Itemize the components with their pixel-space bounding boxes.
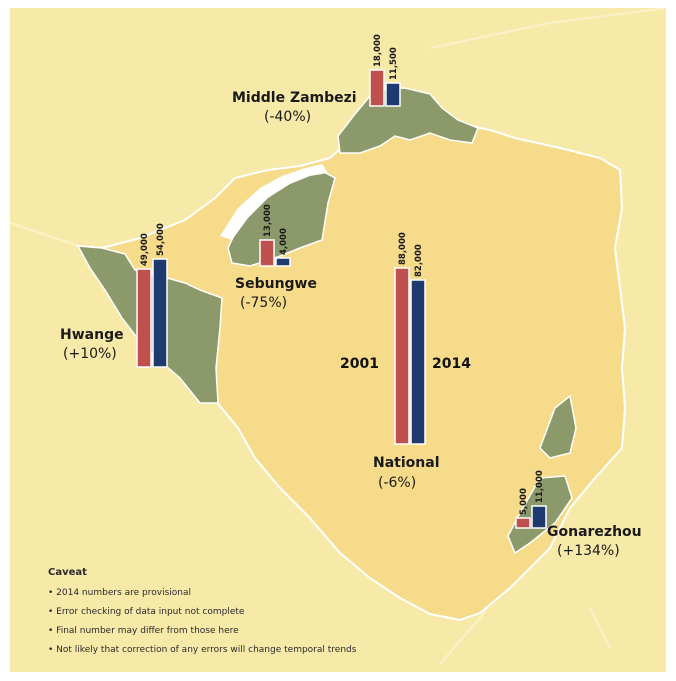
country-shape [75, 116, 627, 622]
caveat-title: Caveat [48, 567, 87, 578]
region-change-national: (-6%) [378, 475, 416, 491]
value-label-sebungwe-2001: 13,000 [263, 204, 273, 237]
value-label-middle-zambezi-2001: 18,000 [373, 34, 383, 67]
caveat-item: Not likely that correction of any errors… [48, 641, 378, 660]
gonarezhou-area [539, 394, 577, 459]
map-svg: 18,000 11,500 13,000 4,000 49,000 54,000 88,00… [10, 8, 666, 672]
region-change-hwange: (+10%) [63, 346, 117, 362]
region-change-middle-zambezi: (-40%) [264, 109, 311, 125]
year-label-2014: 2014 [432, 356, 471, 372]
caveat-list: 2014 numbers are provisional Error check… [48, 584, 378, 660]
bar-gonarezhou-2001 [515, 517, 531, 529]
bar-national-2001 [394, 267, 410, 445]
value-label-national-2014: 82,000 [414, 244, 424, 277]
neighbour-border [429, 8, 666, 49]
neighbour-border [589, 607, 611, 649]
value-label-hwange-2014: 54,000 [156, 223, 166, 256]
bar-hwange-2014 [152, 258, 168, 368]
value-label-gonarezhou-2001: 5,000 [519, 488, 529, 515]
bars-layer: 18,000 11,500 13,000 4,000 49,000 54,000 88,00… [136, 34, 547, 529]
bar-gonarezhou-2014 [531, 505, 547, 529]
bar-middle-zambezi-2014 [385, 82, 401, 107]
value-label-sebungwe-2014: 4,000 [279, 228, 289, 255]
caveat-item: Error checking of data input not complet… [48, 603, 378, 622]
region-change-sebungwe: (-75%) [240, 295, 287, 311]
region-change-gonarezhou: (+134%) [557, 543, 620, 559]
value-label-gonarezhou-2014: 11,000 [535, 470, 545, 503]
value-label-hwange-2001: 49,000 [140, 233, 150, 266]
lake-kariba [220, 164, 328, 240]
map-chart: 18,000 11,500 13,000 4,000 49,000 54,000 88,00… [10, 8, 666, 672]
year-label-2001: 2001 [340, 356, 379, 372]
value-label-middle-zambezi-2014: 11,500 [389, 47, 399, 80]
value-label-national-2001: 88,000 [398, 232, 408, 265]
caveat-item: Final number may differ from those here [48, 622, 378, 641]
region-label-gonarezhou: Gonarezhou [547, 524, 642, 540]
region-label-hwange: Hwange [60, 327, 124, 343]
caveat-item: 2014 numbers are provisional [48, 584, 378, 603]
bar-hwange-2001 [136, 268, 152, 368]
bar-sebungwe-2001 [259, 239, 275, 267]
region-label-middle-zambezi: Middle Zambezi [232, 90, 357, 106]
caveat-box: Caveat 2014 numbers are provisional Erro… [48, 567, 378, 660]
bar-sebungwe-2014 [275, 257, 291, 267]
bar-middle-zambezi-2001 [369, 69, 385, 107]
region-label-sebungwe: Sebungwe [235, 276, 317, 292]
region-label-national: National [373, 455, 440, 471]
bar-national-2014 [410, 279, 426, 445]
